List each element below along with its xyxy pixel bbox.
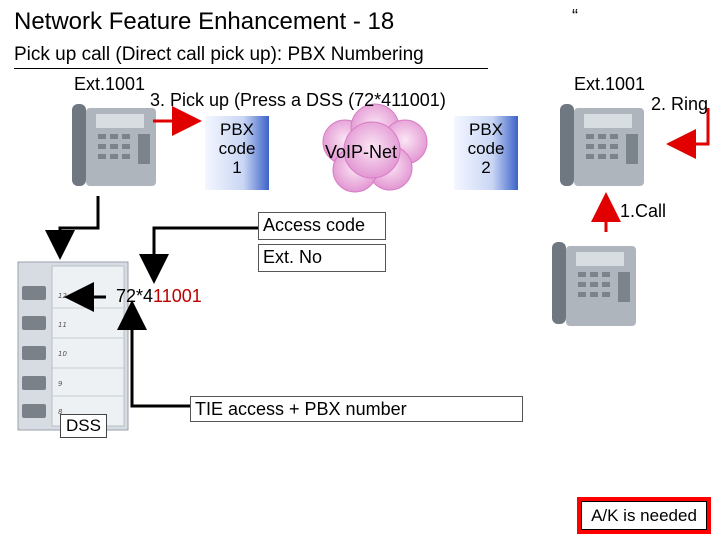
page-title: Network Feature Enhancement - 18: [14, 8, 395, 35]
access-code-box: Access code: [258, 212, 386, 240]
ring-arrow: [666, 108, 710, 159]
access-code-arrow: [139, 226, 258, 284]
phone-caller-icon: [552, 242, 636, 326]
phone-to-dss-arrow: [45, 196, 100, 260]
phone-right-icon: [560, 104, 644, 186]
pbx-code-1-box: PBX code 1: [205, 116, 269, 190]
ext-right-label: Ext.1001: [574, 74, 646, 94]
ext-no-box: Ext. No: [258, 244, 386, 272]
step2-label: 2. Ring: [651, 94, 709, 114]
voip-net-label: VoIP-Net: [325, 142, 398, 162]
step3-label: 3. Pick up (Press a DSS (72*411001): [150, 90, 446, 110]
phone-left-icon: [72, 104, 156, 186]
dss-key-label: 9: [58, 380, 63, 388]
quote-mark: “: [572, 6, 578, 26]
dss-key-label: 12: [58, 292, 67, 300]
subtitle-underline: [14, 68, 488, 69]
step1-label: 1.Call: [620, 201, 667, 221]
page-subtitle: Pick up call (Direct call pick up): PBX …: [14, 44, 424, 65]
dss-console-icon: 12 11 10 9 8: [17, 261, 129, 431]
pbx-code-2-box: PBX code 2: [454, 116, 518, 190]
dss-key-label: 11: [58, 321, 67, 329]
ext-left-label: Ext.1001: [74, 74, 146, 94]
dss-label: DSS: [60, 414, 107, 438]
dss-key-label: 10: [58, 350, 67, 358]
tie-access-box: TIE access + PBX number: [190, 396, 523, 422]
dss-key-label: 8: [58, 408, 63, 416]
ak-needed-note: A/K is needed: [577, 497, 711, 534]
voip-cloud-icon: [322, 103, 428, 193]
dial-string: 72*411001: [116, 286, 202, 306]
tie-access-arrow: [117, 300, 190, 408]
